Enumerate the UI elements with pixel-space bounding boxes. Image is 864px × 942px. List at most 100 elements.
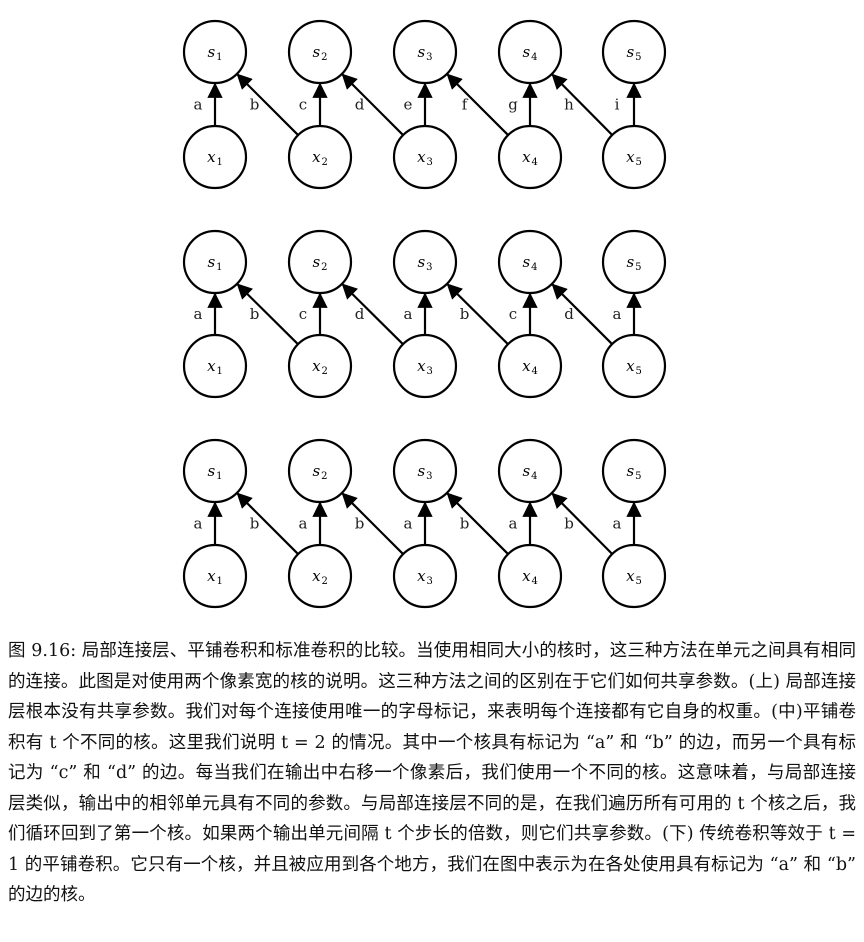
edge-label: b [460,305,470,323]
edge-label: a [509,515,518,533]
edge-label: b [250,515,260,533]
edge-label: a [299,515,308,533]
edge-top-4 [341,73,404,136]
output-node-label: s5 [626,462,641,482]
output-node-label: s3 [417,462,432,482]
edge-label: b [564,515,574,533]
edge-label: c [299,305,307,323]
output-node-label: s4 [522,253,537,273]
edge-label: a [613,305,622,323]
output-node-label: s4 [522,462,537,482]
edge-middle-6 [446,283,509,345]
output-node-s4 [497,229,563,295]
output-node-label: s3 [417,43,432,63]
edge-label: d [355,305,365,323]
input-node-x5 [601,543,667,609]
output-node-s2 [287,19,353,85]
edge-top-2 [236,73,299,136]
output-node-s3 [392,19,458,85]
input-node-x4 [497,333,563,399]
output-node-s5 [601,438,667,504]
figure-caption: 图 9.16: 局部连接层、平铺卷积和标准卷积的比较。当使用相同大小的核时，这三… [8,636,856,911]
output-node-s5 [601,229,667,295]
output-node-s4 [497,438,563,504]
edge-label: g [508,96,518,114]
edge-bottom-2 [236,492,299,555]
edge-label: a [404,305,413,323]
input-node-label: x1 [207,148,223,168]
input-node-label: x4 [522,357,538,377]
output-node-label: s5 [626,43,641,63]
output-node-label: s2 [312,462,327,482]
edge-label: b [355,515,365,533]
edge-label: a [404,515,413,533]
input-node-x2 [287,543,353,609]
input-node-x1 [182,333,248,399]
edge-middle-2 [236,283,299,345]
output-node-label: s1 [207,43,222,63]
edge-label: a [613,515,622,533]
edge-middle-4 [341,283,404,345]
output-node-s1 [182,438,248,504]
output-node-s4 [497,19,563,85]
edge-label: a [194,305,203,323]
input-node-label: x2 [312,567,328,587]
output-node-s3 [392,229,458,295]
input-node-x4 [497,124,563,190]
output-node-label: s2 [312,43,327,63]
output-node-s2 [287,438,353,504]
edge-label: b [250,96,260,114]
edge-top-6 [446,73,509,136]
edge-label: e [404,96,413,114]
edge-label: c [509,305,517,323]
input-node-label: x1 [207,357,223,377]
input-node-x3 [392,333,458,399]
input-node-x3 [392,543,458,609]
edge-label: h [564,96,574,114]
edge-top-8 [551,73,613,136]
output-node-label: s4 [522,43,537,63]
output-node-s5 [601,19,667,85]
input-node-x3 [392,124,458,190]
input-node-x1 [182,124,248,190]
edge-bottom-4 [341,492,404,555]
output-node-s3 [392,438,458,504]
output-node-label: s3 [417,253,432,273]
panel-bottom: a b a b a b a b a s1 s2 s3 s4 s5 x1 x2 x3 x4 x5 [182,438,667,609]
edge-middle-8 [551,283,613,345]
input-node-label: x3 [417,148,433,168]
input-node-x2 [287,124,353,190]
caption-text: 图 9.16: 局部连接层、平铺卷积和标准卷积的比较。当使用相同大小的核时，这三… [8,641,856,905]
input-node-x5 [601,333,667,399]
input-node-label: x5 [626,567,642,587]
edge-bottom-8 [551,492,613,555]
output-node-s1 [182,229,248,295]
input-node-label: x1 [207,567,223,587]
input-node-x4 [497,543,563,609]
edge-label: b [460,515,470,533]
input-node-label: x4 [522,148,538,168]
output-node-s1 [182,19,248,85]
edge-label: c [299,96,307,114]
edge-label: d [355,96,365,114]
output-node-label: s5 [626,253,641,273]
input-node-label: x2 [312,148,328,168]
input-node-x5 [601,124,667,190]
edge-label: a [194,515,203,533]
output-node-s2 [287,229,353,295]
edge-label: d [564,305,574,323]
input-node-label: x2 [312,357,328,377]
edge-bottom-6 [446,492,509,555]
input-node-label: x4 [522,567,538,587]
input-node-label: x5 [626,148,642,168]
output-node-label: s1 [207,253,222,273]
output-node-label: s2 [312,253,327,273]
input-node-label: x3 [417,357,433,377]
edge-label: a [194,96,203,114]
output-node-label: s1 [207,462,222,482]
input-node-x2 [287,333,353,399]
input-node-label: x3 [417,567,433,587]
